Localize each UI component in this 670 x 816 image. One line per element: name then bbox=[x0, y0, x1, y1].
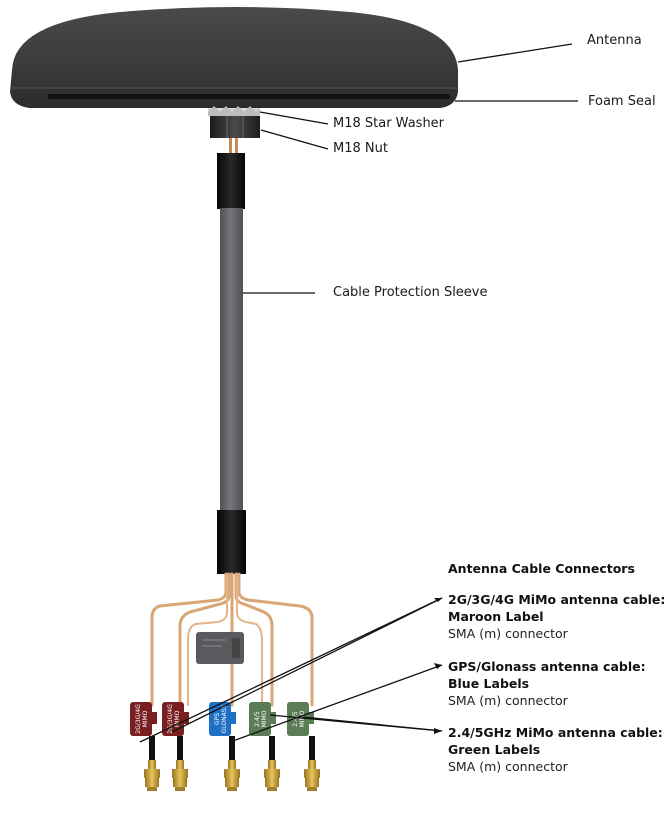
group-green-label: Green Labels bbox=[448, 742, 541, 757]
label-foam-seal: Foam Seal bbox=[588, 94, 656, 109]
cable-tag-text: 2G/3G/4GMIMO bbox=[135, 704, 149, 734]
cable-tag-text: 2G/3G/4GMIMO bbox=[167, 704, 181, 734]
sma-connector-3 bbox=[224, 736, 240, 791]
cable-label-tags: 2G/3G/4GMIMO 2G/3G/4GMIMO GPSGLONASS 2.4/5M… bbox=[130, 702, 314, 736]
group-green-title: 2.4/5GHz MiMo antenna cable: bbox=[448, 725, 663, 740]
sma-connector-1 bbox=[144, 736, 160, 791]
leader-lines bbox=[139, 43, 578, 743]
group-blue-connector: SMA (m) connector bbox=[448, 693, 568, 708]
leader-star-washer bbox=[259, 111, 329, 125]
leader-arrows bbox=[434, 598, 442, 734]
foam-seal bbox=[48, 94, 450, 99]
label-sleeve: Cable Protection Sleeve bbox=[333, 285, 488, 300]
cable-module bbox=[196, 632, 244, 664]
upper-heat-shrink bbox=[217, 153, 245, 209]
group-maroon-connector: SMA (m) connector bbox=[448, 626, 568, 641]
cable-tag-4: 2.4/5MIMO bbox=[249, 702, 276, 736]
cable-protection-sleeve bbox=[220, 208, 243, 512]
star-washer bbox=[208, 106, 260, 116]
leader-maroon-1 bbox=[139, 597, 443, 743]
sma-connectors bbox=[144, 736, 320, 791]
leader-blue bbox=[229, 664, 443, 743]
label-nut: M18 Nut bbox=[333, 141, 388, 156]
sma-connector-2 bbox=[172, 736, 188, 791]
connectors-heading: Antenna Cable Connectors bbox=[448, 561, 635, 576]
group-blue-label: Blue Labels bbox=[448, 676, 530, 691]
label-antenna: Antenna bbox=[587, 33, 642, 48]
cable-tag-1: 2G/3G/4GMIMO bbox=[130, 702, 157, 736]
cable-tag-text: 2.4/5MIMO bbox=[254, 710, 268, 727]
group-blue-title: GPS/Glonass antenna cable: bbox=[448, 659, 646, 674]
leader-green-2 bbox=[302, 716, 443, 732]
group-maroon-title: 2G/3G/4G MiMo antenna cable: bbox=[448, 592, 666, 607]
group-maroon-label: Maroon Label bbox=[448, 609, 544, 624]
antenna-dome bbox=[10, 7, 458, 108]
cable-tag-text: GPSGLONASS bbox=[214, 704, 228, 733]
cable-tag-text: 2.4/5MIMO bbox=[292, 710, 306, 727]
leader-nut bbox=[260, 129, 329, 150]
upper-cable-strands bbox=[229, 138, 238, 154]
leader-antenna bbox=[457, 43, 573, 63]
leader-maroon-2 bbox=[171, 597, 443, 733]
m18-nut bbox=[210, 116, 260, 138]
sma-connector-5 bbox=[304, 736, 320, 791]
lower-heat-shrink bbox=[217, 510, 246, 574]
sma-connector-4 bbox=[264, 736, 280, 791]
cable-tag-2: 2G/3G/4GMIMO bbox=[162, 702, 189, 736]
group-green-connector: SMA (m) connector bbox=[448, 759, 568, 774]
label-star-washer: M18 Star Washer bbox=[333, 116, 445, 131]
